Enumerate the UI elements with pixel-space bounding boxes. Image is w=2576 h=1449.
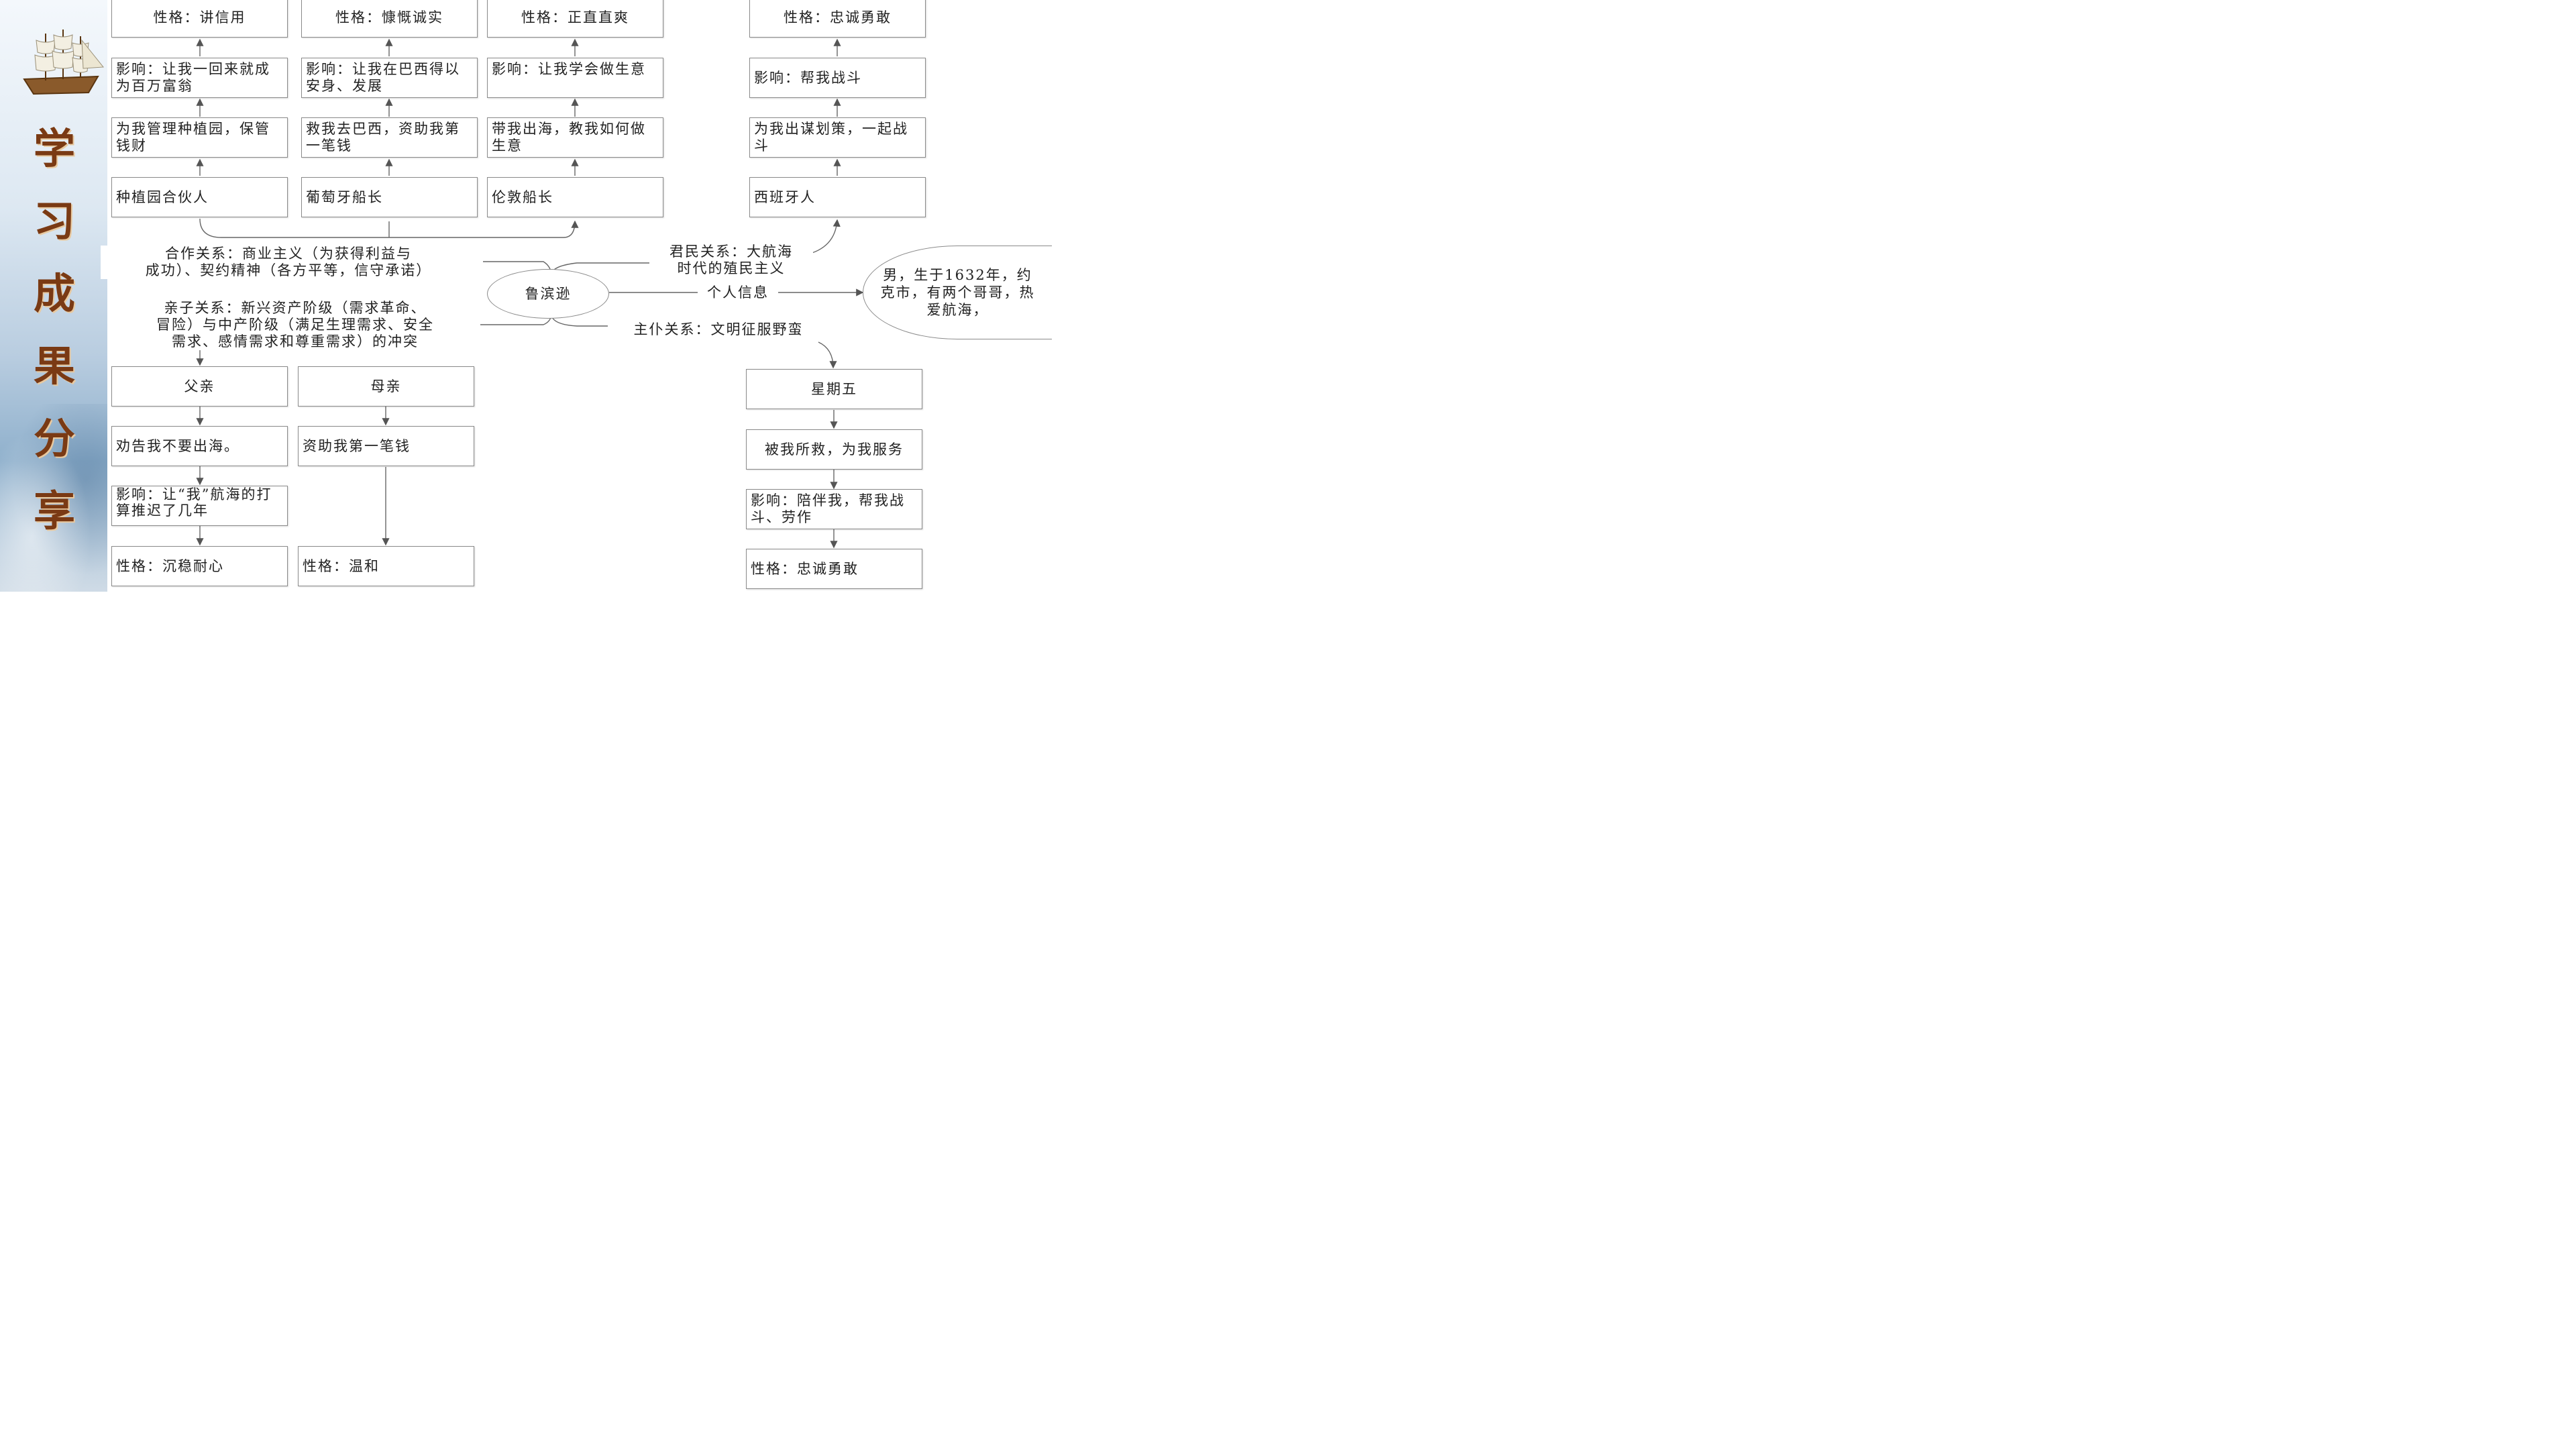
role-box-london-captain: 伦敦船长 — [487, 177, 663, 217]
cooperation-line-2: 成功）、契约精神（各方平等，信守承诺） — [145, 262, 432, 278]
title-char: 果 — [33, 341, 75, 390]
ruler-line-1: 君民关系：大航海 — [669, 244, 793, 260]
personal-info-node: 男，生于1632年，约克市，有两个哥哥，热爱航海， — [863, 246, 1052, 339]
role-box-friday: 星期五 — [746, 369, 922, 409]
parent-line-2: 冒险）与中产阶级（满足生理需求、安全 — [156, 317, 434, 333]
ruler-line-2: 时代的殖民主义 — [677, 260, 786, 276]
personal-info-label: 个人信息 — [698, 284, 778, 301]
title-char: 享 — [33, 486, 75, 535]
role-box-mother: 母亲 — [298, 366, 474, 407]
role-box-father: 父亲 — [111, 366, 288, 407]
parent-line-3: 需求、感情需求和尊重需求）的冲突 — [172, 333, 419, 350]
master-relation-label: 主仆关系：文明征服野蛮 — [608, 321, 829, 338]
character-box-mother: 性格：温和 — [298, 546, 474, 586]
deed-box-c3: 带我出海，教我如何做生意 — [487, 117, 663, 158]
connector-lines — [196, 38, 864, 549]
character-relationship-diagram: 性格：讲信用 影响：让我一回来就成为百万富翁 为我管理种植园，保管钱财 种植园合… — [101, 0, 1052, 592]
title-char: 成 — [33, 269, 75, 318]
influence-box-c4: 影响：帮我战斗 — [749, 58, 926, 98]
character-box-c3: 性格：正直直爽 — [487, 0, 663, 38]
title-char: 学 — [33, 124, 75, 173]
influence-box-c2: 影响：让我在巴西得以安身、发展 — [301, 58, 478, 98]
center-node-robinson: 鲁滨逊 — [487, 269, 609, 319]
cooperation-line-1: 合作关系：商业主义（为获得利益与 — [165, 246, 412, 262]
title-char: 分 — [33, 414, 75, 463]
parent-relation-label: 亲子关系：新兴资产阶级（需求革命、 冒险）与中产阶级（满足生理需求、安全 需求、… — [110, 300, 480, 350]
deed-box-c2: 救我去巴西，资助我第一笔钱 — [301, 117, 478, 158]
character-box-c1: 性格：讲信用 — [111, 0, 288, 38]
deed-box-father: 劝告我不要出海。 — [111, 426, 288, 466]
role-box-spaniard: 西班牙人 — [749, 177, 926, 217]
influence-box-friday: 影响：陪伴我，帮我战斗、劳作 — [746, 489, 922, 529]
role-box-plantation-partner: 种植园合伙人 — [111, 177, 288, 217]
sidebar-banner: 学 习 成 果 分 享 — [0, 0, 107, 592]
role-box-portuguese-captain: 葡萄牙船长 — [301, 177, 478, 217]
influence-box-father: 影响：让“我”航海的打算推迟了几年 — [111, 486, 288, 526]
deed-box-c4: 为我出谋划策，一起战斗 — [749, 117, 926, 158]
deed-box-friday: 被我所救，为我服务 — [746, 429, 922, 470]
sea-background — [0, 404, 107, 592]
deed-box-c1: 为我管理种植园，保管钱财 — [111, 117, 288, 158]
character-box-father: 性格：沉稳耐心 — [111, 546, 288, 586]
sailing-ship-icon — [23, 30, 104, 95]
deed-box-mother: 资助我第一笔钱 — [298, 426, 474, 466]
ruler-relation-label: 君民关系：大航海 时代的殖民主义 — [649, 244, 813, 277]
character-box-c2: 性格：慷慨诚实 — [301, 0, 478, 38]
influence-box-c3: 影响：让我学会做生意 — [487, 58, 663, 98]
influence-box-c1: 影响：让我一回来就成为百万富翁 — [111, 58, 288, 98]
character-box-c4: 性格：忠诚勇敢 — [749, 0, 926, 38]
section-title: 学 习 成 果 分 享 — [31, 113, 78, 547]
cooperation-relation-label: 合作关系：商业主义（为获得利益与 成功）、契约精神（各方平等，信守承诺） — [101, 246, 476, 279]
parent-line-1: 亲子关系：新兴资产阶级（需求革命、 — [164, 300, 427, 316]
character-box-friday: 性格：忠诚勇敢 — [746, 549, 922, 589]
title-char: 习 — [33, 197, 75, 246]
